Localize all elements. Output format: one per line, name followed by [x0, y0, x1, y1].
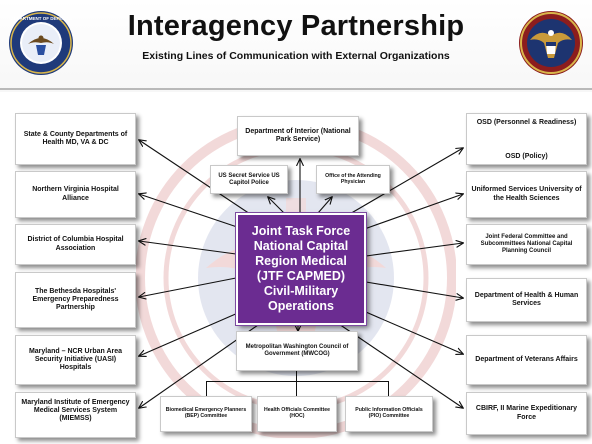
left-seal-text: DEPARTMENT OF DEFENSE: [11, 16, 72, 21]
arrow-to-nova-hospital: [139, 194, 253, 233]
node-veterans-affairs: Department of Veterans Affairs: [466, 335, 587, 385]
node-pio-committee: Public Information Officials (PIO) Commi…: [345, 396, 433, 432]
header-rule: [0, 88, 592, 90]
node-cbirf: CBIRF, II Marine Expeditionary Force: [466, 392, 587, 435]
node-dc-hospital-association: District of Columbia Hospital Associatio…: [15, 224, 136, 265]
node-miemss: Maryland Institute of Emergency Medical …: [15, 392, 136, 438]
dod-seal-icon: DEPARTMENT OF DEFENSE: [9, 11, 73, 75]
arrow-to-state-county: [139, 140, 269, 227]
arrow-to-va: [351, 305, 463, 354]
page-title: Interagency Partnership: [127, 10, 465, 42]
node-mwcog: Metropolitan Washington Council of Gover…: [236, 331, 358, 371]
arrow-to-bethesda: [139, 277, 237, 297]
node-secret-service: US Secret Service US Capitol Police: [210, 165, 288, 194]
arrow-to-usuhs: [355, 194, 463, 233]
osd-personnel-label: OSD (Personnel & Readiness): [476, 119, 577, 126]
node-bep-committee: Biomedical Emergency Planners (BEP) Comm…: [160, 396, 252, 432]
node-osd: OSD (Personnel & Readiness) OSD (Policy): [466, 113, 587, 165]
node-hoc-committee: Health Officials Committee (HOC): [257, 396, 337, 432]
arrow-to-attending: [317, 197, 332, 214]
eagle-seal-icon: [519, 11, 583, 75]
header: [0, 0, 592, 92]
node-department-of-interior: Department of Interior (National Park Se…: [237, 116, 359, 156]
node-attending-physician: Office of the Attending Physician: [316, 165, 390, 194]
arrow-to-secret-service: [268, 197, 285, 214]
connector-horizontal: [206, 381, 389, 383]
node-jtf-capmed: Joint Task Force National Capital Region…: [235, 212, 367, 326]
node-nova-hospital-alliance: Northern Virginia Hospital Alliance: [15, 171, 136, 218]
node-bethesda-partnership: The Bethesda Hospitals' Emergency Prepar…: [15, 272, 136, 328]
connector-drop-pio: [388, 381, 390, 396]
connector-drop-bep: [206, 381, 208, 396]
node-uasi-hospitals: Maryland – NCR Urban Area Security Initi…: [15, 335, 136, 385]
page-subtitle: Existing Lines of Communication with Ext…: [142, 50, 450, 62]
node-joint-federal-committee: Joint Federal Committee and Subcommittee…: [466, 224, 587, 265]
osd-policy-label: OSD (Policy): [505, 152, 548, 160]
arrow-to-jfc: [365, 243, 463, 257]
arrow-to-dc-hospital: [139, 241, 237, 255]
node-state-county-health: State & County Departments of Health MD,…: [15, 113, 136, 165]
node-usuhs: Uniformed Services University of the Hea…: [466, 171, 587, 218]
node-hhs: Department of Health & Human Services: [466, 278, 587, 322]
arrow-to-hhs: [365, 281, 463, 298]
connector-vertical: [296, 371, 298, 382]
arrow-to-osd: [335, 148, 463, 223]
arrow-to-uasi: [139, 305, 255, 356]
connector-drop-hoc: [296, 381, 298, 396]
